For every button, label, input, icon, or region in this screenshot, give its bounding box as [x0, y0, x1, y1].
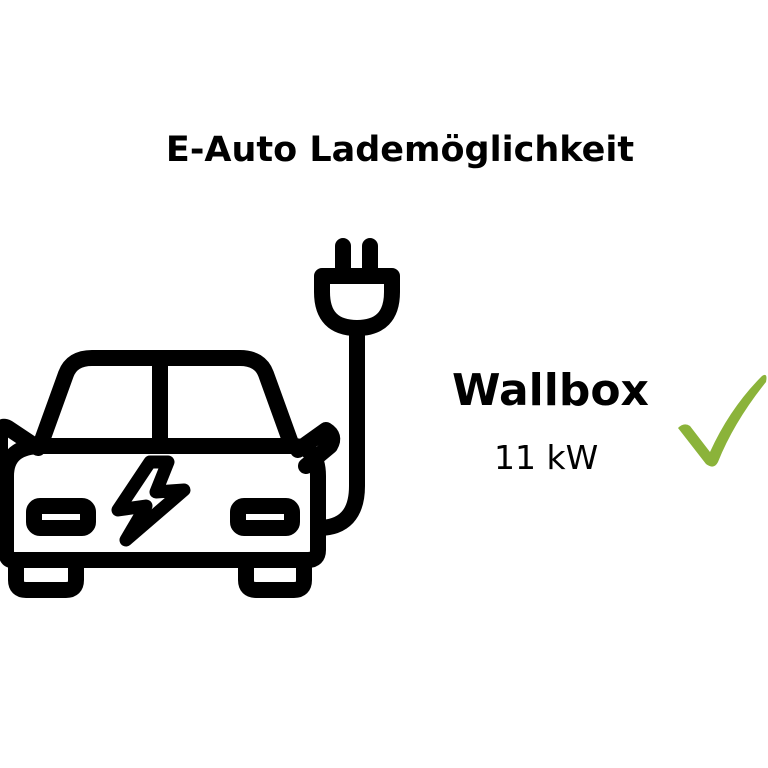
charger-power: 11 kW	[494, 438, 599, 477]
electric-car-plug-icon	[0, 238, 400, 598]
page-title: E-Auto Lademöglichkeit	[165, 130, 635, 170]
charger-name: Wallbox	[452, 365, 649, 416]
checkmark-icon	[678, 374, 767, 467]
